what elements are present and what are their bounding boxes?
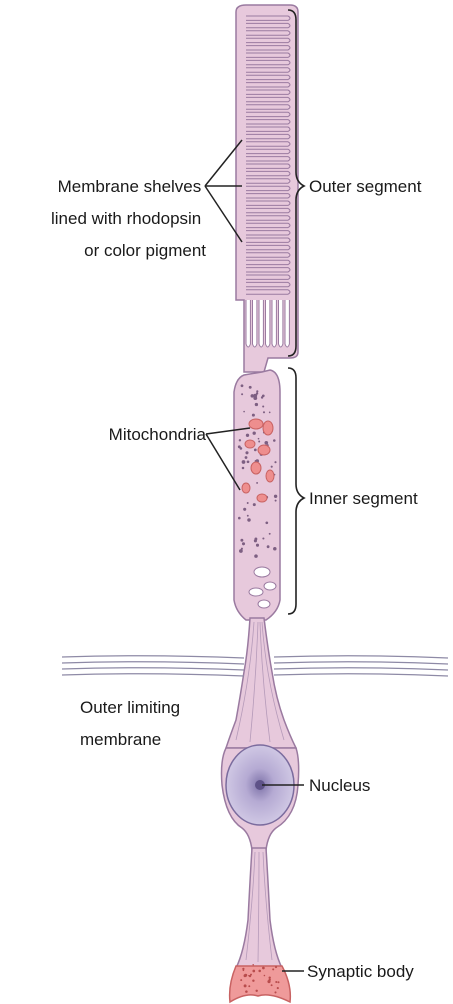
- granule: [263, 411, 265, 413]
- granule: [242, 542, 245, 545]
- granule: [249, 386, 252, 389]
- membrane-fold: [266, 300, 270, 347]
- granule: [264, 441, 268, 445]
- membrane-fold: [279, 300, 283, 347]
- granule: [253, 503, 256, 506]
- synaptic-body-label: Synaptic body: [307, 962, 414, 981]
- synaptic-vesicle: [269, 977, 271, 979]
- granule: [247, 515, 249, 517]
- granule: [269, 533, 271, 535]
- synaptic-vesicle: [244, 984, 247, 987]
- granule: [271, 466, 273, 468]
- granule: [247, 460, 250, 463]
- granule: [273, 439, 276, 442]
- synaptic-vesicle: [275, 981, 277, 983]
- granule: [275, 500, 277, 502]
- granule: [261, 396, 263, 398]
- granule: [253, 432, 256, 435]
- synaptic-vesicle: [248, 975, 249, 976]
- granule: [241, 384, 244, 387]
- granule: [262, 537, 264, 539]
- membrane-fold: [272, 300, 276, 347]
- synaptic-vesicle: [277, 987, 279, 989]
- membrane-fold: [246, 300, 250, 347]
- inner-segment-brace: [288, 368, 304, 614]
- synaptic-vesicle: [248, 985, 250, 987]
- synaptic-vesicle: [240, 979, 242, 981]
- granule: [254, 449, 257, 452]
- synaptic-vesicle: [272, 968, 274, 970]
- synaptic-vesicle: [278, 981, 280, 983]
- granule: [256, 544, 259, 547]
- synaptic-vesicle: [271, 984, 273, 986]
- granule: [238, 517, 241, 520]
- granule: [240, 539, 243, 542]
- granule: [247, 518, 250, 521]
- granule: [241, 393, 243, 395]
- synaptic-vesicle: [252, 979, 254, 981]
- granule: [255, 403, 258, 406]
- granule: [253, 394, 257, 398]
- granule: [239, 439, 241, 441]
- granule: [246, 434, 249, 437]
- membrane-fold: [253, 300, 257, 347]
- synaptic-vesicle: [252, 964, 254, 966]
- synaptic-vesicle: [255, 990, 257, 992]
- granule: [243, 411, 245, 413]
- granule: [274, 495, 277, 498]
- membrane-fold: [285, 300, 289, 347]
- granule: [256, 390, 258, 392]
- membrane-fold: [259, 300, 263, 347]
- granule: [245, 451, 248, 454]
- granule: [269, 412, 271, 414]
- granule: [247, 502, 249, 504]
- outer-segment-fingers: [246, 300, 289, 347]
- mitochondria-label: Mitochondria: [109, 425, 207, 444]
- synaptic-vesicle: [250, 974, 252, 976]
- granule: [267, 545, 270, 548]
- synaptic-vesicle: [275, 966, 277, 968]
- synaptic-vesicle: [274, 991, 276, 993]
- granule: [262, 405, 264, 407]
- granule: [243, 508, 246, 511]
- outer-limiting-membrane-label: Outer limiting membrane: [80, 698, 185, 749]
- granule: [242, 467, 245, 470]
- synaptic-vesicle: [262, 967, 265, 970]
- nucleus-label: Nucleus: [309, 776, 370, 795]
- inner-segment-label: Inner segment: [309, 489, 418, 508]
- synaptic-vesicle: [243, 969, 245, 971]
- granule: [252, 414, 255, 417]
- granule: [273, 547, 277, 551]
- outer-segment: [236, 5, 298, 372]
- granule: [254, 539, 257, 542]
- granule: [274, 461, 276, 463]
- granule: [258, 441, 260, 443]
- granule: [242, 460, 246, 464]
- synaptic-vesicle: [244, 974, 247, 977]
- granule: [240, 447, 243, 450]
- granule: [258, 438, 260, 440]
- granule: [245, 456, 248, 459]
- granule: [241, 548, 243, 550]
- synaptic-vesicle: [264, 975, 266, 977]
- granule: [254, 554, 258, 558]
- granule: [256, 482, 258, 484]
- synaptic-vesicle: [252, 970, 255, 973]
- synaptic-vesicle: [269, 979, 271, 981]
- outer-segment-label: Outer segment: [309, 177, 422, 196]
- membrane-shelves-label: Membrane shelves lined with rhodopsin or…: [51, 177, 206, 260]
- synaptic-vesicle: [245, 990, 248, 993]
- inner-segment: [234, 370, 280, 620]
- granule: [265, 521, 268, 524]
- synaptic-vesicle: [258, 970, 261, 973]
